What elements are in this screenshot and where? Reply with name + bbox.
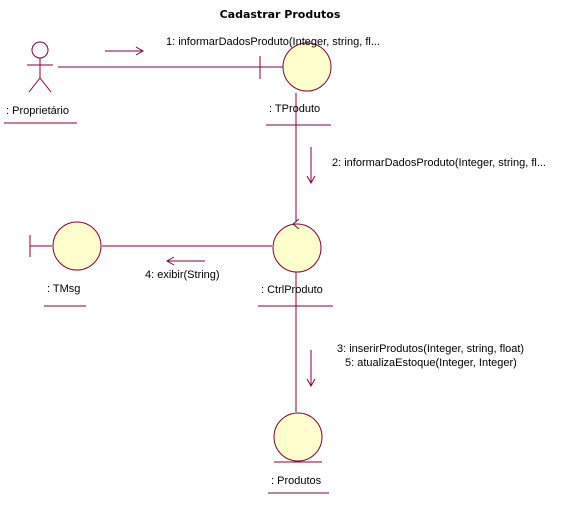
message-arrow-4 <box>165 256 205 266</box>
boundary-tproduto[interactable]: : TProduto <box>259 42 332 126</box>
control-icon <box>272 218 322 273</box>
message-label-1: 1: informarDadosProduto(Integer, string,… <box>166 36 380 48</box>
actor-icon <box>27 41 53 93</box>
actor-proprietario[interactable]: : Proprietário <box>4 41 77 124</box>
message-label-4: 4: exibir(String) <box>145 269 220 281</box>
message-label-3: 3: inserirProdutos(Integer, string, floa… <box>337 343 524 355</box>
produtos-label: : Produtos <box>271 475 322 487</box>
message-arrow-3 <box>306 350 316 388</box>
message-label-2: 2: informarDadosProduto(Integer, string,… <box>332 157 546 169</box>
message-label-5: 5: atualizaEstoque(Integer, Integer) <box>345 357 517 369</box>
tproduto-label: : TProduto <box>269 103 320 115</box>
diagram-title: Cadastrar Produtos <box>220 8 341 21</box>
boundary-icon <box>259 42 332 92</box>
boundary-tmsg[interactable]: : TMsg <box>29 221 102 307</box>
ctrlproduto-label: : CtrlProduto <box>261 284 323 296</box>
actor-label: : Proprietário <box>6 105 69 117</box>
message-arrow-2 <box>306 147 316 185</box>
boundary-icon <box>29 221 102 271</box>
entity-icon <box>273 412 323 463</box>
control-ctrlproduto[interactable]: : CtrlProduto <box>258 218 333 307</box>
message-arrow-1 <box>105 46 145 56</box>
tmsg-label: : TMsg <box>47 283 80 295</box>
entity-produtos[interactable]: : Produtos <box>268 412 329 494</box>
